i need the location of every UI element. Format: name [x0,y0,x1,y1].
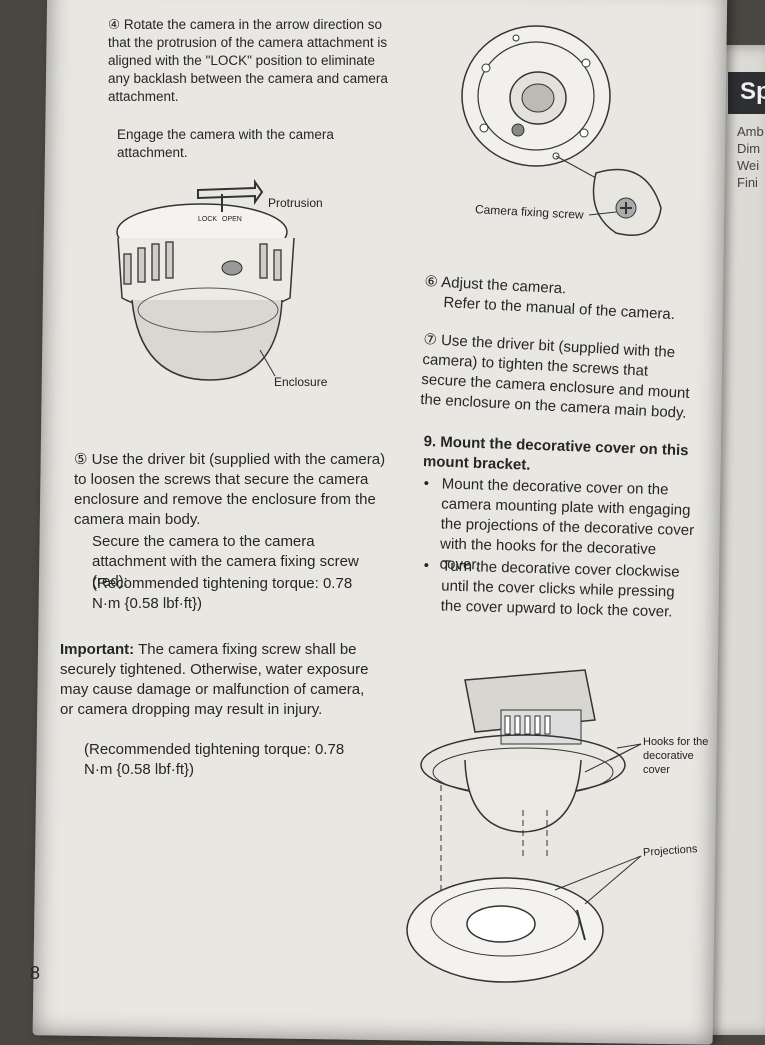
next-spec-item: Wei [737,158,760,173]
step-number-6: ⑥ [424,272,439,291]
next-spec-item: Fini [737,175,758,190]
lock-mark: LOCK [198,216,218,223]
step-number-4: ④ [108,17,121,32]
bullet-icon: • [423,474,430,493]
step-number-5: ⑤ [74,451,88,468]
step4-engage-text: Engage the camera with the camera attach… [117,127,334,160]
step9-bullet: • Turn the decorative cover clockwise un… [423,556,680,621]
step5-secure-text: Secure the camera to the camera attachme… [92,533,359,590]
enclosure-label: Enclosure [274,375,328,389]
important-note: Important: The camera fixing screw shall… [60,641,369,718]
next-spec-item: Amb [737,124,764,139]
protrusion-label: Protrusion [268,196,323,210]
step-number-7: ⑦ [423,330,438,349]
next-spec-item: Dim [737,141,761,156]
bullet-icon: • [423,556,430,575]
step7-text: ⑦ Use the driver bit (supplied with the … [419,330,690,422]
decorative-cover-figure [406,669,642,983]
step4-text: ④ Rotate the camera in the arrow directi… [108,17,388,104]
camera-enclosure-figure [116,178,295,381]
page-number: 8 [30,963,41,983]
important-torque: (Recommended tightening torque: 0.78 N·m… [84,741,345,778]
next-page-header: Sp [728,72,765,114]
step5-text: ⑤ Use the driver bit (supplied with the … [74,451,386,528]
open-mark: OPEN [222,216,242,223]
important-label: Important: [60,641,135,658]
step5-torque: (Recommended tightening torque: 0.78 N·m… [92,575,353,612]
hooks-label: Hooks for the decorative cover [643,736,709,776]
camera-base-figure [461,25,662,236]
